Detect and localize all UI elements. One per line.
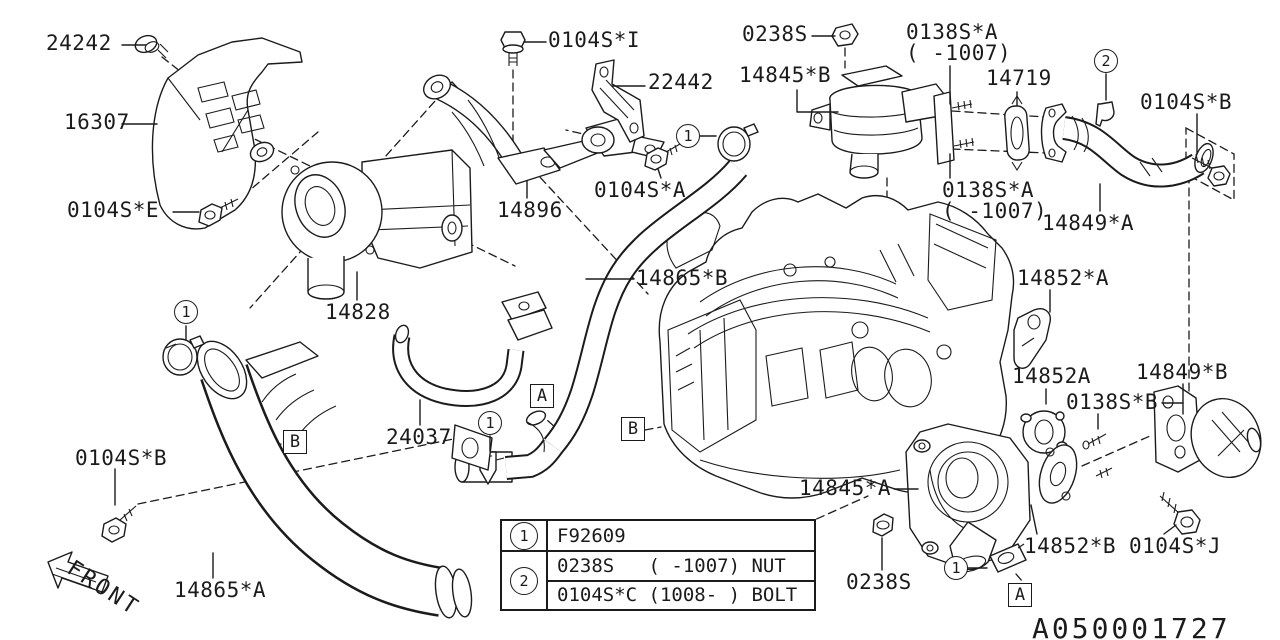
bracket-illustration xyxy=(422,59,665,185)
part-label-14865-a[interactable]: 14865*A xyxy=(174,578,267,602)
leader-lines xyxy=(114,35,1198,579)
callout-circle-1-bottom: 1 xyxy=(944,556,968,580)
callout-circle-1-left: 1 xyxy=(174,300,198,324)
legend-circle-1: 1 xyxy=(510,521,538,550)
part-label-24037[interactable]: 24037 xyxy=(386,425,452,449)
part-label-14849-a[interactable]: 14849*A xyxy=(1042,211,1135,235)
front-arrow-icon xyxy=(47,551,109,593)
callout-circle-1-top: 1 xyxy=(676,124,700,148)
callout-box-b-left: B xyxy=(283,430,307,454)
valve-14845a-illustration xyxy=(872,308,1262,573)
part-label-14852-b[interactable]: 14852*B xyxy=(1024,534,1117,558)
legend-symbol-2: 2 xyxy=(502,550,546,609)
part-label-24242[interactable]: 24242 xyxy=(46,31,112,55)
part-label-0104s-i[interactable]: 0104S*I xyxy=(548,28,641,52)
part-label-14828[interactable]: 14828 xyxy=(325,300,391,324)
legend-text-0238s-nut: 0238S ( -1007) NUT xyxy=(546,550,814,580)
part-label-0104s-a[interactable]: 0104S*A xyxy=(594,178,687,202)
part-label-0138s-b[interactable]: 0138S*B xyxy=(1066,390,1159,414)
part-label-14845-a[interactable]: 14845*A xyxy=(799,476,892,500)
part-label-14896[interactable]: 14896 xyxy=(497,198,563,222)
part-label-0104s-b-tr[interactable]: 0104S*B xyxy=(1140,90,1233,114)
hose-14865b-illustration xyxy=(454,160,748,485)
part-label-14852-a[interactable]: 14852*A xyxy=(1017,266,1110,290)
part-label-14865-b[interactable]: 14865*B xyxy=(636,266,729,290)
part-label-14852a[interactable]: 14852A xyxy=(1012,364,1091,388)
legend-text-0104sc-bolt: 0104S*C (1008- ) BOLT xyxy=(546,579,814,609)
callout-box-b-right: B xyxy=(621,417,645,441)
part-label-0238s-top[interactable]: 0238S xyxy=(742,22,808,46)
air-pump-illustration xyxy=(249,141,473,300)
part-label-0104s-j[interactable]: 0104S*J xyxy=(1129,534,1222,558)
part-label-14849-b[interactable]: 14849*B xyxy=(1136,360,1229,384)
diagram-code: A050001727 xyxy=(1032,612,1231,640)
duct-14865a-illustration xyxy=(196,340,493,619)
callout-circle-2-top: 2 xyxy=(1094,49,1118,73)
part-label-0104s-b-bl[interactable]: 0104S*B xyxy=(75,446,168,470)
legend-table: 1 F92609 2 0238S ( -1007) NUT 0104S*C (1… xyxy=(500,519,816,611)
fasteners-illustration xyxy=(101,31,759,543)
part-label-14845-b[interactable]: 14845*B xyxy=(739,63,832,87)
part-label-16307[interactable]: 16307 xyxy=(64,110,130,134)
valve-14845b-illustration xyxy=(809,23,1231,188)
legend-symbol-1: 1 xyxy=(502,521,546,550)
part-label-0238s-bottom[interactable]: 0238S xyxy=(846,570,912,594)
heat-shield-illustration xyxy=(134,34,303,230)
engine-illustration xyxy=(658,193,1015,499)
part-label-14719[interactable]: 14719 xyxy=(986,66,1052,90)
part-label-0138s-a-mid[interactable]: 0138S*A ( -1007) xyxy=(942,178,1048,223)
callout-box-a-bottom: A xyxy=(1008,583,1032,607)
part-label-0138s-a-top[interactable]: 0138S*A ( -1007) xyxy=(906,20,1012,65)
legend-text-f92609: F92609 xyxy=(546,521,814,551)
callout-box-a-mid: A xyxy=(530,384,554,408)
part-label-22442[interactable]: 22442 xyxy=(648,70,714,94)
legend-circle-2: 2 xyxy=(510,566,538,595)
callout-circle-1-mid: 1 xyxy=(478,411,502,435)
part-label-0104s-e[interactable]: 0104S*E xyxy=(67,198,160,222)
hose-24037-illustration xyxy=(392,291,553,407)
